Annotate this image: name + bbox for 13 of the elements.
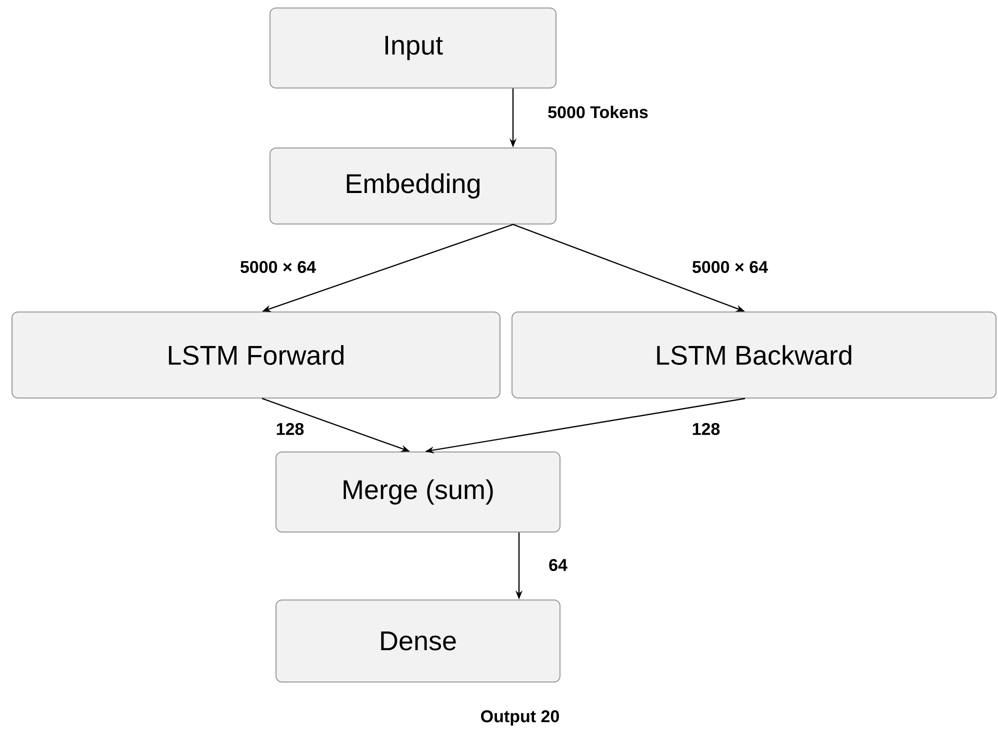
edge-label: 128 [690,422,722,436]
process-box: Dense [276,599,560,682]
edge-label: 64 [548,558,568,572]
edge-label: 5000 × 64 [690,260,770,274]
edge-label: 5000 Tokens [546,104,650,120]
process-box: Input [270,7,556,88]
process-box: Merge (sum) [276,451,560,532]
node-caption: Output 20 [481,710,559,726]
process-box: Embedding [270,147,556,224]
process-box: LSTM Forward [12,311,500,398]
process-box: LSTM Backward [512,311,996,398]
edge-label: 5000 × 64 [238,260,318,274]
edge-label: 128 [274,422,306,436]
